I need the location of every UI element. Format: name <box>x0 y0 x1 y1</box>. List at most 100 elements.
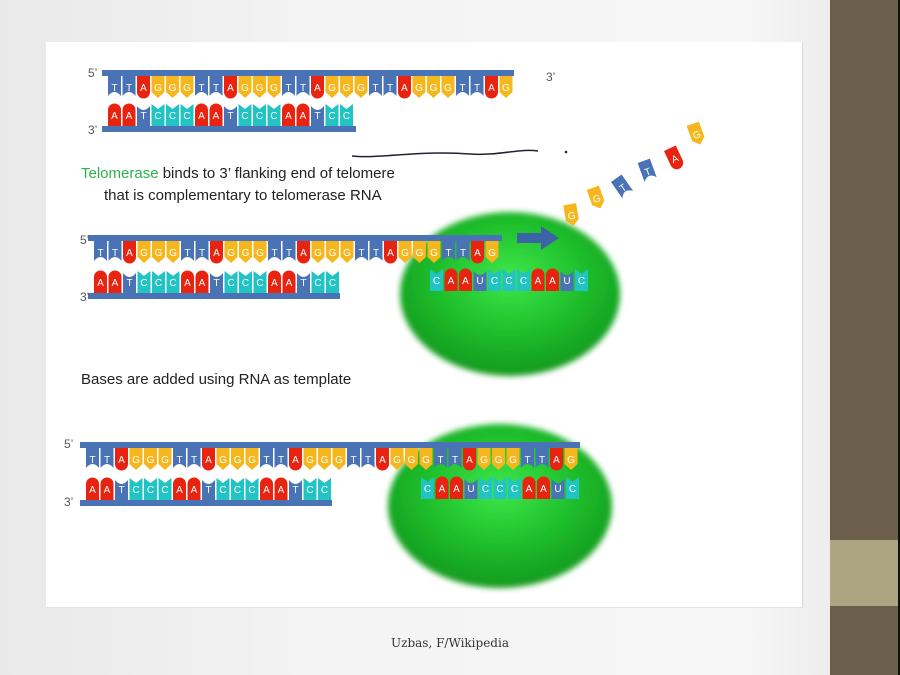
nucleotide-C <box>488 269 501 291</box>
nucleotide-T <box>296 76 310 96</box>
nucleotide-G <box>354 76 368 98</box>
free-nucleotide-letter: G <box>692 129 703 142</box>
nucleotide-A <box>550 448 563 471</box>
label-3-prime: 3’ <box>88 123 98 137</box>
nucleotide-A <box>274 477 288 500</box>
sidebar-edge <box>898 0 900 675</box>
panel1-top-strand-letters: TTAGGGTTAGGGTTAGGGTTAGGGTTAG <box>111 83 510 94</box>
nucleotide-G <box>318 448 331 470</box>
nucleotide-G <box>563 203 579 226</box>
nucleotide-A <box>268 270 281 293</box>
telomerase-term: Telomerase <box>81 165 159 182</box>
dna-backbone <box>88 235 502 241</box>
nucleotide-T <box>108 76 121 96</box>
nucleotide-C <box>152 271 165 293</box>
nucleotide-T <box>86 448 99 468</box>
nucleotide-A <box>137 76 150 99</box>
panel2-rna-template-letters: CAAUCCCAAUC <box>433 276 585 287</box>
nucleotide-A <box>100 477 114 500</box>
nucleotide-A <box>209 103 223 126</box>
free-nucleotides: GGTTAG <box>563 121 705 226</box>
nucleotide-A <box>181 270 194 293</box>
nucleotide-C <box>326 271 339 293</box>
nucleotide-A <box>485 76 498 99</box>
nucleotide-G <box>427 241 441 263</box>
nucleotide-C <box>129 478 143 500</box>
nucleotide-T <box>456 76 469 96</box>
free-nucleotide: G <box>686 121 705 145</box>
nucleotide-C <box>253 271 267 293</box>
nucleotide-A <box>384 241 398 264</box>
nucleotide-T <box>289 480 302 500</box>
nucleotide-G <box>586 185 605 209</box>
nucleotide-A <box>376 448 389 471</box>
nucleotide-A <box>522 476 536 499</box>
nucleotide-G <box>492 448 505 470</box>
free-nucleotide-letter: T <box>643 166 653 178</box>
nucleotide-G <box>253 76 266 98</box>
nucleotide-T <box>268 241 281 261</box>
nucleotide-A <box>398 76 411 99</box>
nucleotide-T <box>383 76 397 96</box>
dna-backbone <box>102 70 514 76</box>
nucleotide-C <box>479 477 492 499</box>
nucleotide-C <box>137 271 151 293</box>
nucleotide-U <box>551 479 565 499</box>
nucleotide-T <box>274 448 288 468</box>
nucleotide-G <box>180 76 194 98</box>
nucleotide-A <box>664 145 684 170</box>
free-nucleotide-letter: T <box>618 182 629 195</box>
handwritten-underline <box>351 149 539 158</box>
nucleotide-C <box>575 269 588 291</box>
nucleotide-C <box>325 104 339 126</box>
nucleotide-C <box>508 477 521 499</box>
nucleotide-A <box>463 448 477 471</box>
nucleotide-U <box>473 271 487 291</box>
nucleotide-G <box>340 241 354 263</box>
free-nucleotide: A <box>664 145 684 170</box>
nucleotide-G <box>216 448 230 470</box>
arrow-right-icon <box>517 226 559 250</box>
nucleotide-T <box>442 241 455 261</box>
nucleotide-C <box>517 269 530 291</box>
label-3-prime: 3’ <box>80 290 90 304</box>
pen-dot <box>564 150 568 154</box>
nucleotide-G <box>398 241 412 263</box>
dna-backbone <box>80 442 580 448</box>
dna-backbone <box>88 293 340 299</box>
nucleotide-G <box>245 448 259 470</box>
panel3-dna <box>80 442 580 506</box>
nucleotide-T <box>115 480 128 500</box>
nucleotide-T <box>347 448 360 468</box>
nucleotide-C <box>166 104 179 126</box>
nucleotide-T <box>209 76 223 96</box>
nucleotide-C <box>311 271 325 293</box>
label-5-prime: 5’ <box>80 233 90 247</box>
nucleotide-G <box>564 448 578 470</box>
free-nucleotide: G <box>586 185 605 209</box>
nucleotide-T <box>282 76 295 96</box>
nucleotide-A <box>282 103 295 126</box>
panel2-bottom-strand-letters: AATCCCAATCCCAATCC <box>97 278 336 289</box>
nucleotide-A <box>296 103 310 126</box>
nucleotide-T <box>448 448 462 468</box>
nucleotide-G <box>499 76 513 98</box>
nucleotide-T <box>311 106 324 126</box>
theme-sidebar <box>830 0 900 675</box>
nucleotide-T <box>94 241 107 261</box>
nucleotide-C <box>340 104 353 126</box>
panel3-rna-template-letters: CAAUCCCAAUC <box>424 484 576 495</box>
nucleotide-G <box>326 241 339 263</box>
nucleotide-G <box>332 448 346 470</box>
nucleotide-T <box>369 241 383 261</box>
nucleotide-G <box>129 448 143 470</box>
description-bases-added: Bases are added using RNA as template <box>81 371 352 388</box>
free-nucleotide-letter: G <box>567 210 577 222</box>
free-nucleotide: T <box>610 174 634 199</box>
nucleotide-A <box>311 76 324 99</box>
nucleotide-A <box>122 103 136 126</box>
nucleotide-A <box>435 476 449 499</box>
nucleotide-T <box>535 448 549 468</box>
description-line-2: that is complementary to telomerase RNA <box>104 187 382 204</box>
